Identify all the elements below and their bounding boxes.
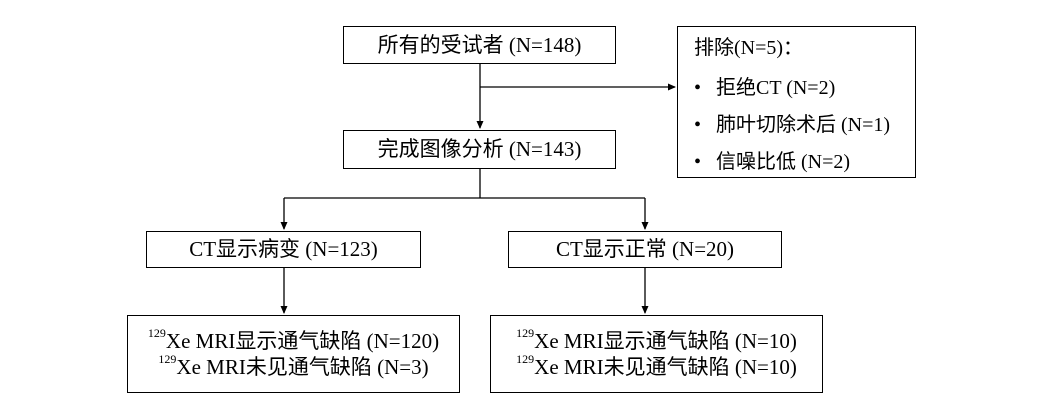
- lesion-result-text-1: Xe MRI显示通气缺陷 (N=120): [165, 328, 440, 353]
- isotope-superscript: 129: [516, 325, 535, 340]
- exclusion-box: 排除(N=5)： • 拒绝CT (N=2) • 肺叶切除术后 (N=1) • 信噪比低…: [677, 26, 916, 178]
- ct-lesion-box: CT显示病变 (N=123): [146, 231, 421, 268]
- exclusion-item-label: 拒绝CT (N=2): [716, 77, 836, 99]
- bullet-icon: •: [694, 77, 702, 99]
- exclusion-item-label: 肺叶切除术后 (N=1): [716, 114, 891, 136]
- bullet-icon: •: [694, 151, 702, 173]
- lesion-result-line-1: 129Xe MRI显示通气缺陷 (N=120): [147, 325, 440, 354]
- ct-normal-box: CT显示正常 (N=20): [508, 231, 782, 268]
- isotope-superscript: 129: [147, 325, 166, 340]
- isotope-superscript: 129: [516, 352, 535, 366]
- exclusion-item: • 拒绝CT (N=2): [694, 70, 915, 107]
- exclusion-item-label: 信噪比低 (N=2): [716, 151, 851, 173]
- normal-result-line-1: 129Xe MRI显示通气缺陷 (N=10): [516, 325, 797, 354]
- lesion-result-box: 129Xe MRI显示通气缺陷 (N=120) 129Xe MRI未见通气缺陷 …: [127, 315, 460, 393]
- ct-normal-label: CT显示正常 (N=20): [555, 237, 735, 262]
- isotope-superscript: 129: [158, 352, 177, 366]
- normal-result-text-1: Xe MRI显示通气缺陷 (N=10): [534, 328, 797, 353]
- normal-result-line-2: 129Xe MRI未见通气缺陷 (N=10): [516, 352, 797, 380]
- completed-analysis-label: 完成图像分析 (N=143): [377, 137, 582, 162]
- exclusion-item: • 肺叶切除术后 (N=1): [694, 107, 915, 144]
- completed-analysis-box: 完成图像分析 (N=143): [343, 130, 616, 169]
- exclusion-item: • 信噪比低 (N=2): [694, 144, 915, 181]
- normal-result-box: 129Xe MRI显示通气缺陷 (N=10) 129Xe MRI未见通气缺陷 (…: [490, 315, 823, 393]
- lesion-result-line-2: 129Xe MRI未见通气缺陷 (N=3): [158, 352, 429, 380]
- exclusion-title: 排除(N=5)：: [694, 37, 804, 59]
- ct-lesion-label: CT显示病变 (N=123): [189, 237, 378, 262]
- all-subjects-box: 所有的受试者 (N=148): [343, 26, 616, 64]
- lesion-result-text-2: Xe MRI未见通气缺陷 (N=3): [176, 355, 429, 379]
- all-subjects-label: 所有的受试者 (N=148): [377, 32, 582, 57]
- bullet-icon: •: [694, 114, 702, 136]
- normal-result-text-2: Xe MRI未见通气缺陷 (N=10): [534, 355, 797, 379]
